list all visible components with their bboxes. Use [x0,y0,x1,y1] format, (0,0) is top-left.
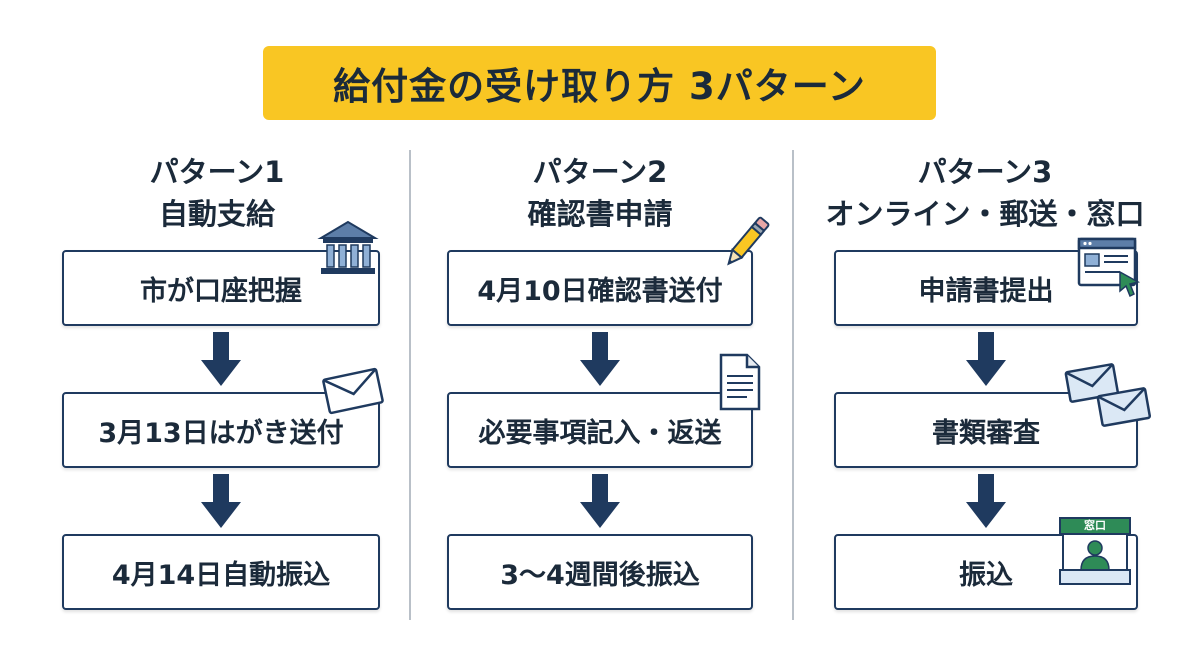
column-divider-2 [792,150,794,620]
step-label: 3〜4週間後振込 [500,559,700,591]
step-label: 振込 [959,559,1013,591]
down-arrow-icon [580,332,620,386]
pattern-2-title: パターン2 [532,155,668,189]
pattern-1-step-2: 3月13日はがき送付 [62,392,380,468]
pattern-3-subtitle: オンライン・郵送・窓口 [825,197,1145,231]
pattern-1-step-3: 4月14日自動振込 [62,534,380,610]
title-banner: 給付金の受け取り方 3パターン [263,46,936,120]
step-label: 申請書提出 [918,275,1054,307]
page-title: 給付金の受け取り方 3パターン [333,65,866,108]
pattern-2-step-3: 3〜4週間後振込 [447,534,753,610]
pattern-2-step-1: 4月10日確認書送付 [447,250,753,326]
down-arrow-icon [201,332,241,386]
pattern-column-1: パターン1 自動支給 市が口座把握 3月13日はがき送付 4月14日自動振込 [32,140,402,630]
pattern-2-subtitle: 確認書申請 [527,197,673,231]
document-icon [719,353,761,411]
down-arrow-icon [580,474,620,528]
step-label: 4月10日確認書送付 [477,275,723,307]
service-counter-icon: 窓口 [1058,516,1132,588]
envelopes-icon [1064,363,1151,427]
pattern-3-step-2: 書類審査 [834,392,1138,468]
step-label: 3月13日はがき送付 [98,417,344,449]
pattern-1-title: パターン1 [149,155,285,189]
pattern-column-2: パターン2 確認書申請 4月10日確認書送付 必要事項記入・返送 3〜4週間後振… [415,140,785,630]
down-arrow-icon [966,332,1006,386]
down-arrow-icon [201,474,241,528]
counter-booth-icon [1059,517,1131,585]
pattern-3-title: パターン3 [917,155,1053,189]
browser-window-icon [1077,237,1141,298]
pattern-2-step-2: 必要事項記入・返送 [447,392,753,468]
bank-icon [317,220,379,274]
column-divider-1 [409,150,411,620]
step-label: 書類審査 [932,417,1040,449]
pattern-column-3: パターン3 オンライン・郵送・窓口 申請書提出 書類審査 振込 [800,140,1170,630]
step-label: 必要事項記入・返送 [478,417,722,449]
step-label: 4月14日自動振込 [111,559,331,591]
down-arrow-icon [966,474,1006,528]
pencil-icon [727,216,770,266]
pattern-1-subtitle: 自動支給 [158,197,275,231]
step-label: 市が口座把握 [140,275,302,307]
counter-sign-label: 窓口 [1084,519,1106,532]
envelope-icon [322,367,384,415]
